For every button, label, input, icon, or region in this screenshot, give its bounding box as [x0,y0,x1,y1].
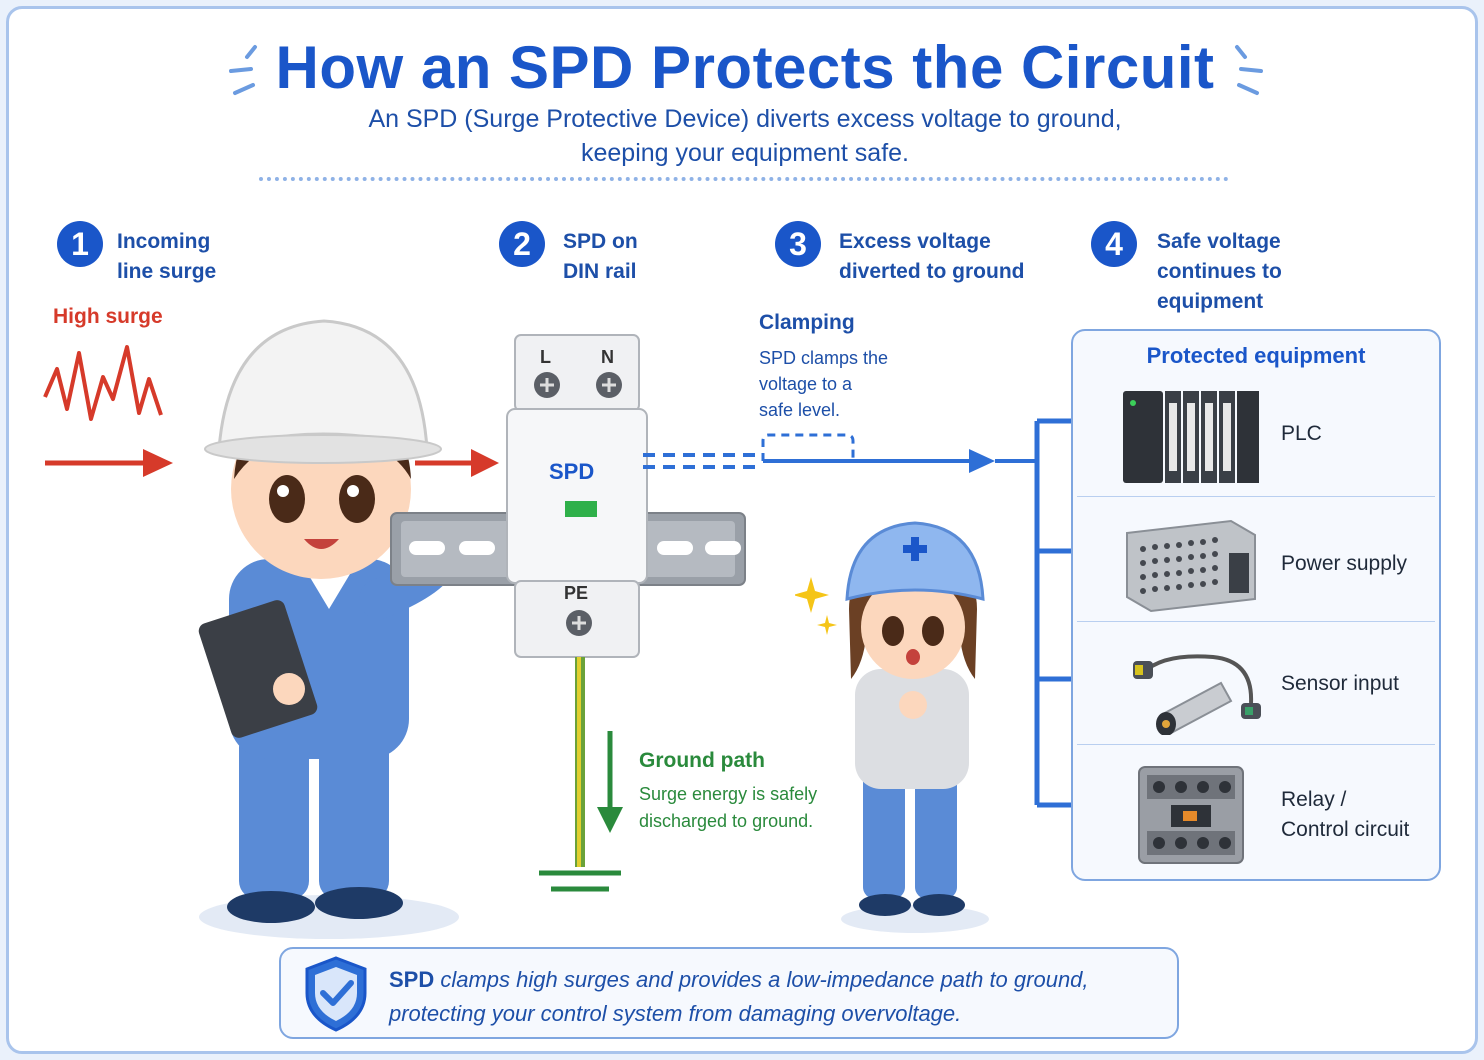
terminal-l-label: L [540,347,551,367]
step-1-line-2: line surge [117,260,217,283]
step-4-line-1: Safe voltage [1157,230,1281,253]
step-4-line-2: continues to [1157,260,1282,283]
step-2-label: SPD on DIN rail [563,227,638,287]
equipment-relay-line-2: Control circuit [1281,818,1410,841]
equipment-label-relay: Relay / Control circuit [1281,785,1409,845]
clamping-desc: SPD clamps the voltage to a safe level. [759,345,888,423]
technician-illustration [198,319,460,939]
equipment-plc-line-1: PLC [1281,422,1322,445]
step-3-line-2: diverted to ground [839,260,1025,283]
clamping-line-2: voltage to a [759,374,853,394]
ground-desc-line-1: Surge energy is safely [639,784,818,804]
protected-equipment-title: Protected equipment [1146,343,1366,368]
equipment-power-line-1: Power supply [1281,552,1408,575]
sparkle-right-icon [1235,45,1263,95]
subtitle-line-1: An SPD (Surge Protective Device) diverts… [368,105,1122,133]
equipment-relay-line-1: Relay / [1281,788,1347,811]
step-4-label: Safe voltage continues to equipment [1157,227,1282,317]
ground-arrow-icon [597,731,623,833]
equipment-divider [1077,621,1435,622]
step-1-line-1: Incoming [117,230,211,253]
shield-check-icon [305,956,367,1032]
summary-text: SPD clamps high surges and provides a lo… [389,963,1169,1031]
step-4-line-3: equipment [1157,290,1264,313]
surge-arrow-to-spd-icon [415,449,499,477]
assistant-technician-illustration [841,521,989,933]
ground-path-desc: Surge energy is safely discharged to gro… [639,781,817,835]
power-supply-icon [1126,519,1256,613]
clamping-title: Clamping [759,311,855,334]
sparkle-left-icon [229,45,257,95]
step-2-line-2: DIN rail [563,260,637,283]
sensor-icon [1133,654,1261,735]
equipment-label-plc: PLC [1281,419,1322,449]
sparkle-icon [795,577,837,635]
step-4-number: 4 [1091,221,1137,267]
summary-line-2: protecting your control system from dama… [389,1001,962,1026]
subtitle-line-2: keeping your equipment safe. [581,139,909,167]
surge-arrow-in-icon [45,449,173,477]
step-3-label: Excess voltage diverted to ground [839,227,1025,287]
equipment-divider [1077,744,1435,745]
spd-din-rail-illustration [390,334,746,892]
page-title: How an SPD Protects the Circuit [275,34,1215,101]
ground-desc-line-2: discharged to ground. [639,811,814,831]
high-surge-label: High surge [53,305,163,328]
summary-bold-term: SPD [389,967,435,992]
infographic-frame: How an SPD Protects the Circuit An SPD (… [6,6,1478,1054]
spd-label: SPD [549,459,595,484]
step-1-label: Incoming line surge [117,227,216,287]
clamping-line-1: SPD clamps the [759,348,889,368]
terminal-n-label: N [601,347,614,367]
dotted-divider [259,177,1229,181]
step-1-number: 1 [57,221,103,267]
summary-line-1: SPD clamps high surges and provides a lo… [389,963,1169,997]
step-2-number: 2 [499,221,545,267]
step-3-line-1: Excess voltage [839,230,991,253]
surge-waveform-icon [43,345,163,421]
terminal-pe-label: PE [564,583,589,603]
step-2-line-1: SPD on [563,230,638,253]
clamping-line-3: safe level. [759,400,841,420]
equipment-label-sensor: Sensor input [1281,669,1399,699]
relay-contactor-icon [1138,766,1244,864]
equipment-label-power-supply: Power supply [1281,549,1407,579]
step-3-number: 3 [775,221,821,267]
equipment-sensor-line-1: Sensor input [1281,672,1399,695]
equipment-divider [1077,496,1435,497]
plc-icon [1123,391,1259,483]
summary-panel [279,947,1179,1039]
ground-path-title: Ground path [639,749,765,772]
summary-line-1-rest: clamps high surges and provides a low-im… [434,967,1089,992]
